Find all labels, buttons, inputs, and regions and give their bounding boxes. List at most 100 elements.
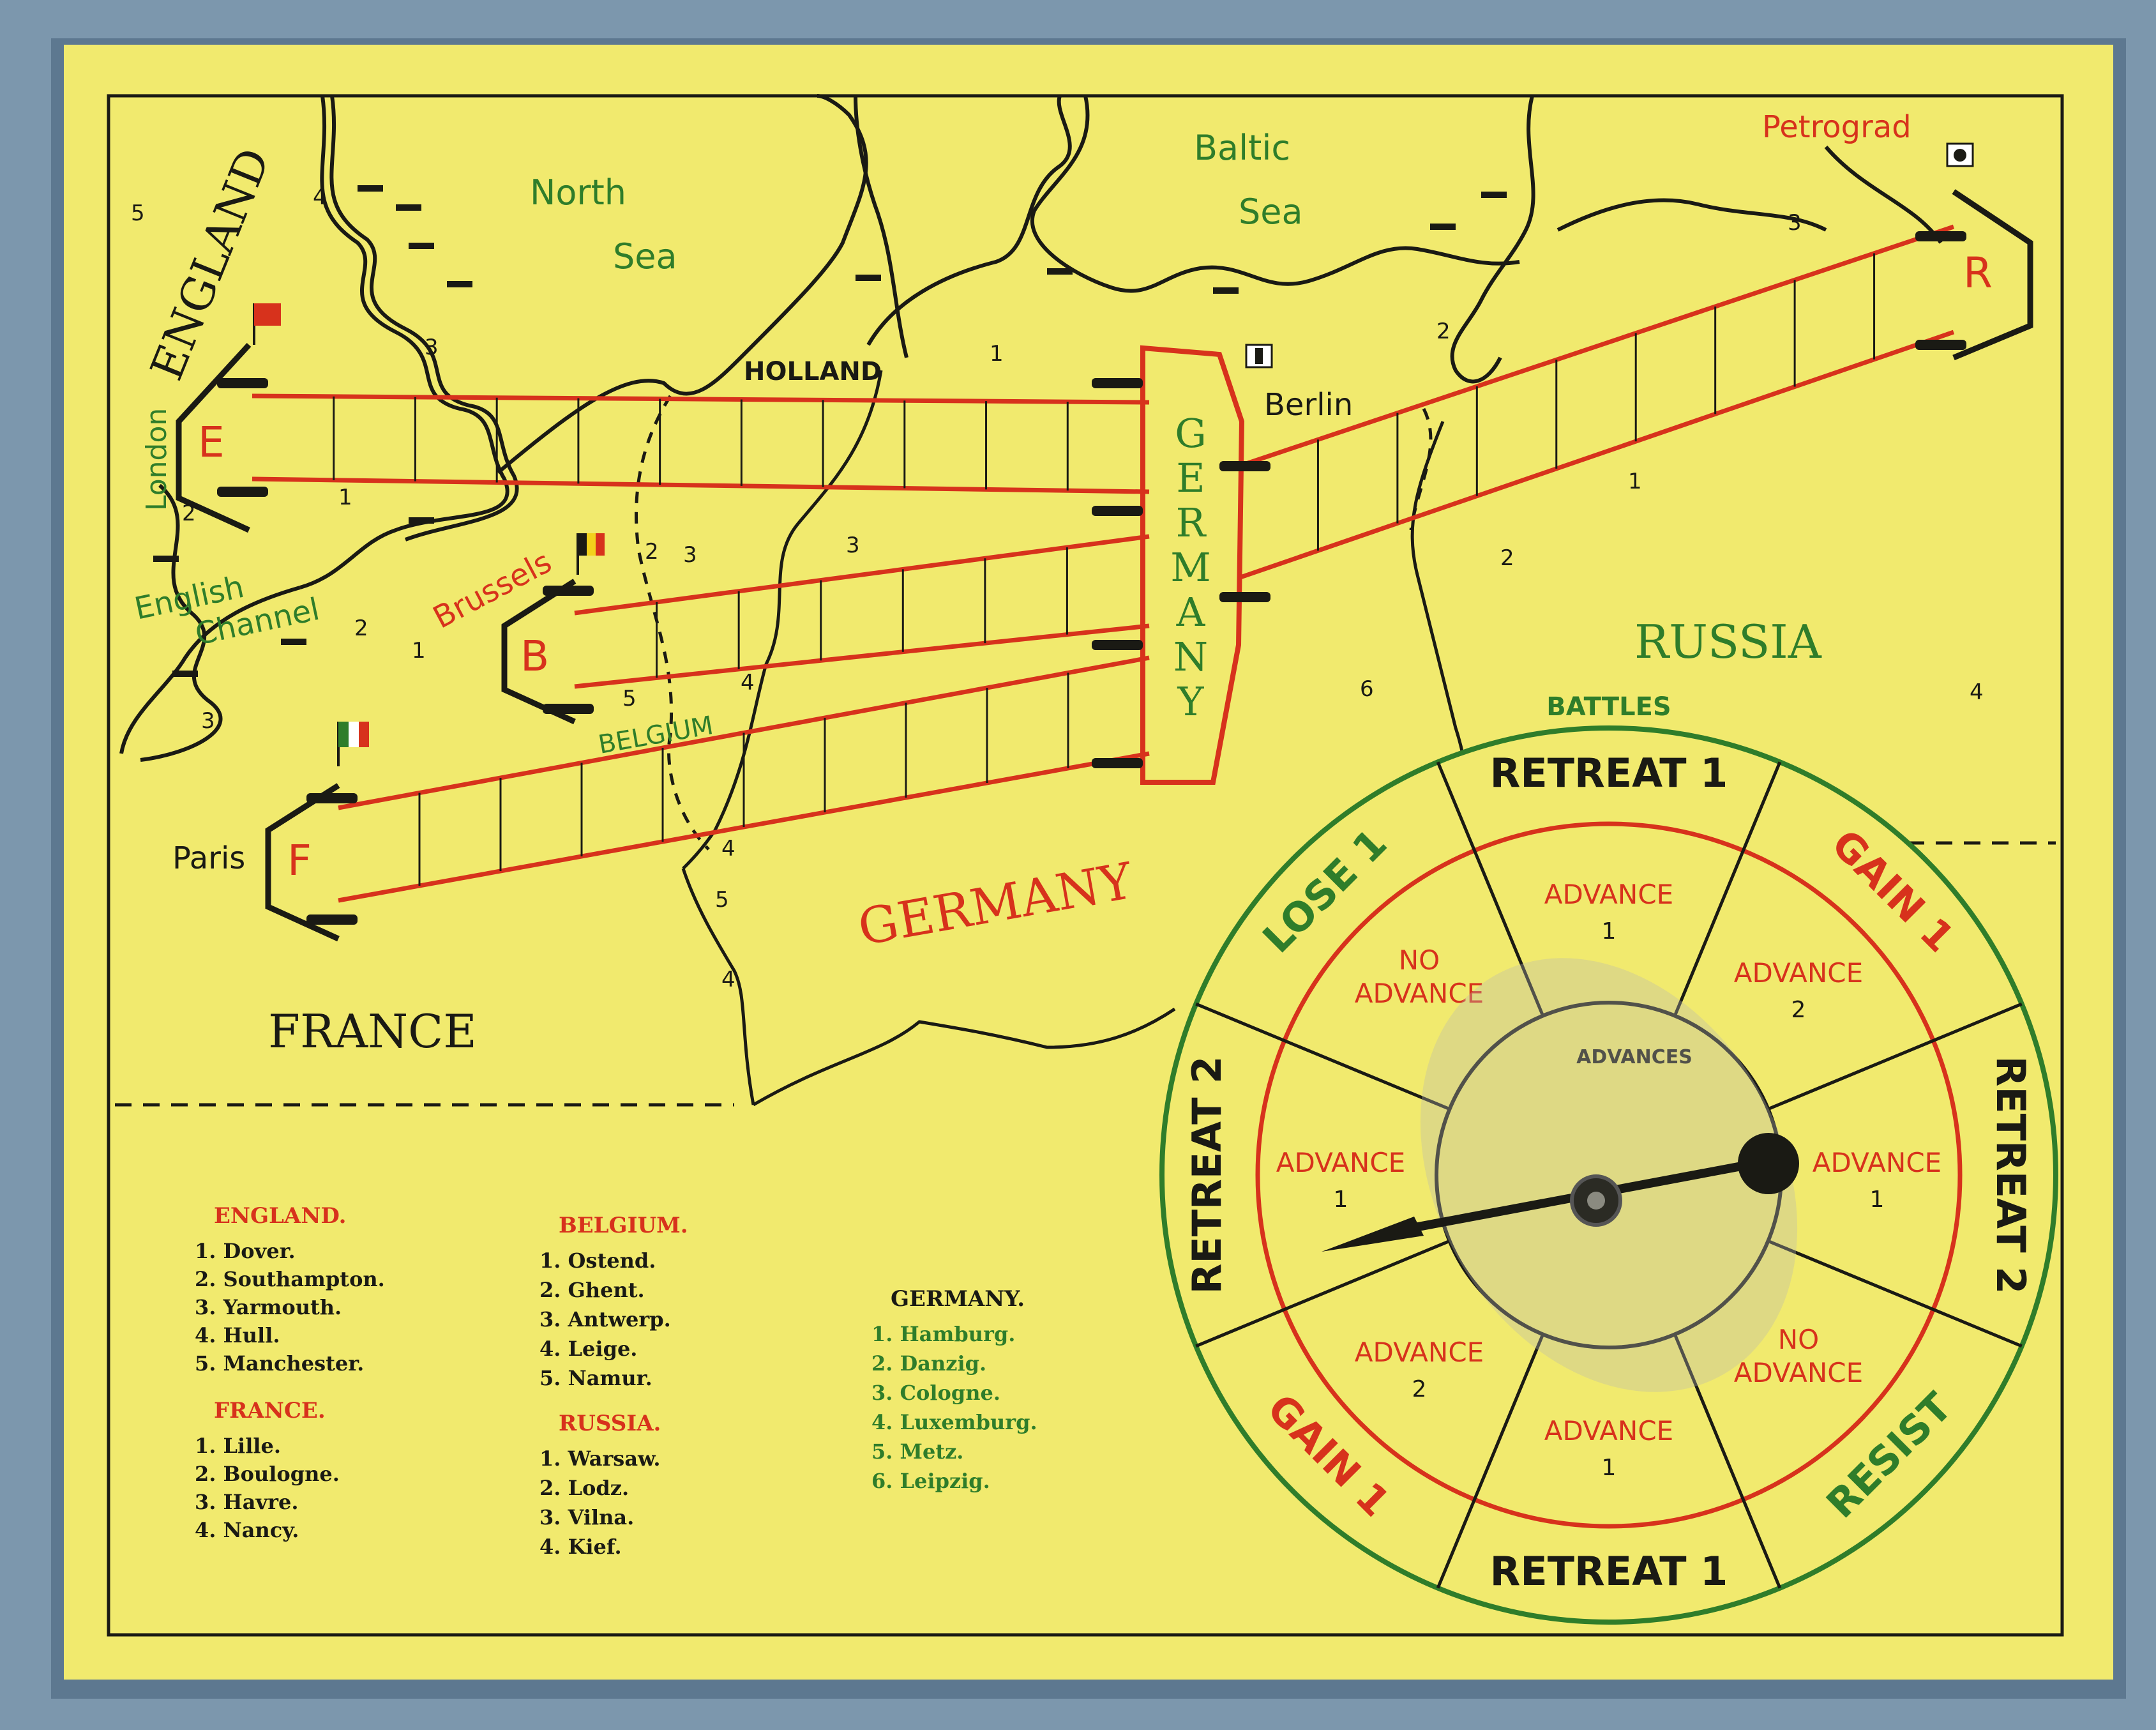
city-number: 2: [182, 501, 196, 526]
belgium-track-rail-bottom: [574, 623, 1150, 689]
legend-france-item: 2. Boulogne.: [195, 1462, 340, 1486]
spinner-pointer[interactable]: [1322, 1133, 1799, 1252]
legend-belgium-item: 5. Namur.: [539, 1366, 652, 1390]
city-number: 2: [1436, 319, 1451, 344]
cannon-icon: [217, 487, 268, 497]
cannon-icon: [306, 914, 358, 925]
city-number: 3: [1788, 210, 1802, 236]
spinner-divider: [1673, 1333, 1782, 1589]
legend-belgium-item: 4. Leige.: [539, 1337, 637, 1361]
city-number: 5: [622, 686, 637, 711]
spinner-middle-number: 2: [1412, 1376, 1427, 1402]
legend-russia-item: 1. Warsaw.: [539, 1446, 661, 1471]
spinner-middle-segment: ADVANCE: [1544, 879, 1673, 910]
germany-column-letter: R: [1176, 499, 1207, 546]
russia-track-rail-top: [1237, 224, 1955, 469]
spinner-divider: [1767, 1240, 2023, 1348]
germany-column-label: GERMANY: [1170, 410, 1210, 725]
legend-england-item: 5. Manchester.: [195, 1351, 364, 1376]
spinner-divider: [1195, 1240, 1451, 1348]
legend-germany-item: 1. Hamburg.: [871, 1322, 1015, 1346]
cannon-icon: [1219, 461, 1270, 471]
north-sea-label-2: Sea: [613, 236, 677, 277]
legend-england-item: 3. Yarmouth.: [195, 1295, 342, 1319]
belgium-base: [501, 579, 577, 725]
coastlines: [119, 94, 1943, 762]
holland-label: HOLLAND: [744, 357, 882, 386]
legend-belgium-title: BELGIUM.: [559, 1213, 688, 1238]
legend-russia-title: RUSSIA.: [559, 1411, 661, 1436]
spinner-divider: [1673, 761, 1782, 1017]
baltic-sea-label: Baltic: [1194, 128, 1290, 168]
worn-patch: [1420, 958, 1798, 1392]
city-number: 2: [645, 539, 659, 565]
russia-base-letter: R: [1963, 248, 1993, 298]
berlin-label: Berlin: [1264, 387, 1353, 423]
legend-germany-item: 5. Metz.: [871, 1439, 963, 1464]
spinner-middle-segment: ADVANCE: [1276, 1147, 1405, 1178]
city-number: 2: [1500, 545, 1514, 571]
legend-belgium-item: 3. Antwerp.: [539, 1307, 671, 1332]
spinner-divider: [1767, 1002, 2023, 1111]
baltic-sea-label-2: Sea: [1239, 192, 1303, 232]
legend-germany-item: 2. Danzig.: [871, 1351, 986, 1376]
cannon-icon: [1915, 231, 1966, 241]
legend-germany-title: GERMANY.: [891, 1286, 1025, 1312]
london-label: London: [140, 408, 173, 511]
legend-russia-item: 4. Kief.: [539, 1535, 622, 1559]
base-letters: E B F R: [198, 248, 1993, 885]
france-base: [265, 783, 340, 942]
spinner-middle-segment: ADVANCE: [1813, 1147, 1941, 1178]
base-shields: [176, 189, 2033, 942]
city-number: 4: [721, 967, 735, 992]
cannon-icon: [543, 586, 594, 596]
city-number: 4: [313, 185, 327, 210]
city-number: 4: [721, 836, 735, 861]
russia-track-rail-bottom: [1237, 330, 1955, 580]
pointer-tail: [1738, 1133, 1799, 1194]
spinner-hub-label: ADVANCES: [1576, 1046, 1692, 1068]
city-number: 5: [715, 887, 729, 913]
legend-germany-item: 3. Cologne.: [871, 1381, 1000, 1405]
germany-column-letter: A: [1176, 589, 1206, 635]
cannon-icon: [1092, 506, 1143, 516]
germany-column-letter: E: [1176, 455, 1205, 501]
track-rungs: [333, 253, 1876, 886]
legend-germany-item: 6. Leipzig.: [871, 1469, 990, 1493]
england-track-rail-bottom: [252, 476, 1150, 494]
cannon-icon: [1092, 640, 1143, 650]
city-number: 4: [1970, 679, 1984, 705]
legend-france-item: 4. Nancy.: [195, 1518, 299, 1542]
spinner-outer-segment: RETREAT 2: [1987, 1056, 2034, 1294]
paris-label: Paris: [172, 840, 245, 876]
city-number: 1: [338, 485, 352, 510]
north-sea-label: North: [530, 172, 626, 213]
legend-france-item: 1. Lille.: [195, 1434, 281, 1458]
city-number: 4: [741, 670, 755, 695]
petrograd-label: Petrograd: [1762, 109, 1911, 145]
cannon-icon: [1219, 592, 1270, 602]
city-number: 3: [425, 335, 439, 360]
city-number: 3: [846, 533, 860, 558]
germany-column-letter: N: [1173, 634, 1208, 680]
legend-england-item: 1. Dover.: [195, 1239, 296, 1263]
england-track-rail-top: [252, 393, 1150, 405]
russia-base: [1952, 189, 2033, 361]
spinner-middle-number: 1: [1602, 918, 1617, 945]
spinner-middle-segment: ADVANCE: [1355, 1337, 1484, 1368]
legend-england-title: ENGLAND.: [214, 1203, 347, 1229]
cannons: [217, 231, 1966, 925]
spinner-divider: [1436, 761, 1544, 1017]
legend-germany-item: 4. Luxemburg.: [871, 1410, 1037, 1434]
legend-russia-item: 3. Vilna.: [539, 1505, 634, 1529]
spinner-middle-number: 1: [1602, 1455, 1617, 1481]
spinner-middle-segment: ADVANCE: [1544, 1415, 1673, 1446]
legend-belgium-item: 1. Ostend.: [539, 1248, 656, 1273]
city-number: 1: [990, 341, 1004, 367]
warships: [153, 185, 1507, 677]
germany-central-base: [1140, 345, 1245, 785]
city-number: 2: [354, 616, 368, 641]
spinner-outer-segment: RETREAT 1: [1490, 750, 1728, 796]
spinner-outer-segment: RETREAT 2: [1184, 1056, 1230, 1294]
